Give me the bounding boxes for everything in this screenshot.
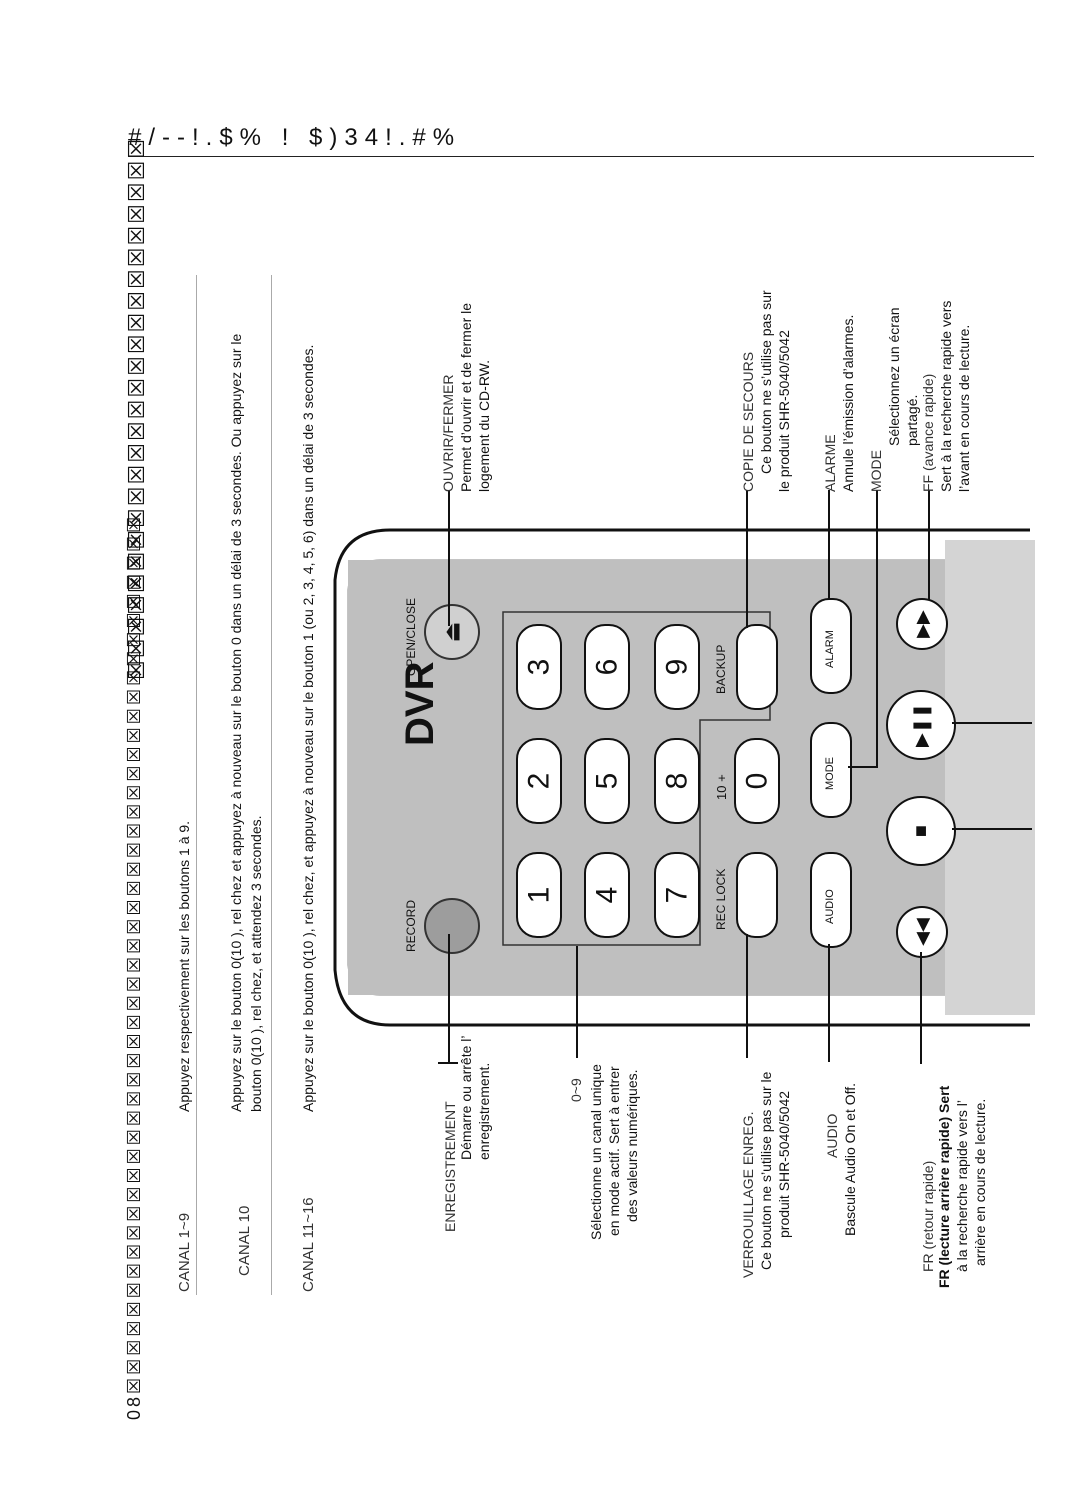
fast-forward-icon: ▶▶ [912, 610, 932, 638]
audio-button[interactable]: AUDIO [810, 852, 852, 948]
callout-desc: arrière en cours de lecture. [972, 1098, 988, 1266]
callout-title-enregistrement: ENREGISTREMENT [442, 1101, 458, 1232]
callout-desc: en mode actif. Sert à entrer [606, 1066, 622, 1236]
callout-desc: l’avant en cours de lecture. [956, 324, 972, 492]
table-label-canal-11-16: CANAL 11~16 [300, 1197, 317, 1292]
callout-title-fr: FR (retour rapide) [920, 1160, 936, 1272]
digit-button-1[interactable]: 1 [516, 852, 562, 938]
header-divider [128, 156, 1034, 157]
callout-desc: Ce bouton ne s’utilise pas sur le [758, 1071, 774, 1270]
table-text-canal-10-line2: bouton 0(10 ), rel chez, et attendez 3 s… [248, 815, 264, 1112]
leader-line [928, 490, 930, 600]
callout-desc: FR (lecture arrière rapide) Sert [936, 1085, 952, 1288]
play-pause-button[interactable]: ▶❚❚ [886, 690, 956, 760]
callout-desc: à la recherche rapide vers l’ [954, 1100, 970, 1272]
leader-line [952, 722, 1032, 724]
callout-title-alarme: ALARME [822, 434, 838, 492]
callout-title-digits: 0~9 [568, 1078, 584, 1102]
digit-button-5[interactable]: 5 [584, 738, 630, 824]
backup-button[interactable] [736, 624, 778, 710]
callout-desc: Démarre ou arrête l’ [458, 1035, 474, 1161]
callout-desc: des valeurs numériques. [624, 1069, 640, 1222]
rec-lock-button[interactable] [736, 852, 778, 938]
fast-forward-button[interactable]: ▶▶ [896, 598, 948, 650]
callout-title-ff: FF (avance rapide) [920, 373, 936, 492]
leader-line [746, 490, 748, 628]
callout-desc: enregistrement. [476, 1062, 492, 1160]
table-divider [196, 275, 197, 1295]
callout-desc: Sélectionne un canal unique [588, 1064, 604, 1240]
table-text-canal-1-9: Appuyez respectivement sur les boutons 1… [176, 820, 192, 1112]
callout-desc: Sélectionnez un écran [886, 307, 902, 446]
digit-button-8[interactable]: 8 [654, 738, 700, 824]
page-header-title: #/--!.$% ! $)34!.#% [128, 124, 462, 151]
callout-desc: partagé. [904, 394, 920, 446]
digit-button-7[interactable]: 7 [654, 852, 700, 938]
callout-desc: Annule l’émission d’alarmes. [840, 314, 856, 492]
leader-line [952, 828, 1032, 830]
leader-line [828, 944, 830, 1062]
open-close-label: OPEN/CLOSE [404, 597, 418, 676]
leader-line [920, 952, 922, 1064]
alarm-button[interactable]: ALARM [810, 598, 852, 694]
leader-line [746, 934, 748, 1058]
play-pause-icon: ▶❚❚ [910, 702, 931, 748]
table-divider [271, 275, 272, 1295]
callout-desc: logement du CD-RW. [476, 359, 492, 492]
record-label: RECORD [404, 899, 418, 952]
callout-desc: Ce bouton ne s’utilise pas sur [758, 290, 774, 474]
callout-desc: le produit SHR-5040/5042 [776, 330, 792, 492]
leader-line [576, 946, 578, 1058]
leader-line [448, 934, 450, 1064]
callout-title-mode: MODE [868, 450, 884, 492]
digit-button-2[interactable]: 2 [516, 738, 562, 824]
leader-line [848, 766, 878, 768]
leader-line [438, 1062, 458, 1064]
table-label-canal-10: CANAL 10 [236, 1205, 253, 1276]
callout-title-audio: AUDIO [824, 1113, 840, 1158]
digit-button-4[interactable]: 4 [584, 852, 630, 938]
table-text-canal-10: Appuyez sur le bouton 0(10 ), rel chez e… [228, 333, 244, 1112]
callout-desc: Permet d’ouvrir et de fermer le [458, 302, 474, 492]
mode-button[interactable]: MODE [810, 722, 852, 818]
leader-line [876, 490, 878, 768]
digit-button-3[interactable]: 3 [516, 624, 562, 710]
rewind-icon: ◀◀ [912, 918, 932, 946]
leader-line [448, 490, 450, 626]
callout-desc: Sert à la recherche rapide vers [938, 300, 954, 492]
stop-icon: ■ [914, 820, 928, 842]
callout-desc: Bascule Audio On et Off. [842, 1082, 858, 1236]
open-close-button[interactable]: ⏏ [424, 604, 480, 660]
leader-line [828, 490, 830, 600]
stop-button[interactable]: ■ [886, 796, 956, 866]
digit-button-6[interactable]: 6 [584, 624, 630, 710]
rewind-button[interactable]: ◀◀ [896, 906, 948, 958]
callout-desc: produit SHR-5040/5042 [776, 1090, 792, 1238]
record-button[interactable] [424, 898, 480, 954]
callout-title-copie-secours: COPIE DE SECOURS [740, 351, 756, 492]
table-label-canal-1-9: CANAL 1~9 [176, 1212, 193, 1292]
eject-icon: ⏏ [438, 621, 464, 643]
page-footer: 08☒☒☒☒☒☒☒☒☒☒☒☒☒☒☒☒☒☒☒☒☒☒☒☒☒☒☒☒☒☒☒☒☒☒☒☒☒☒… [124, 513, 144, 1420]
callout-title-verrouillage: VERROUILLAGE ENREG. [740, 1111, 756, 1279]
digit-button-0[interactable]: 0 [734, 738, 780, 824]
digit-button-9[interactable]: 9 [654, 624, 700, 710]
callout-title-ouvrir-fermer: OUVRIR/FERMER [440, 374, 456, 492]
table-text-canal-11-16: Appuyez sur le bouton 0(10 ), rel chez, … [300, 344, 316, 1112]
